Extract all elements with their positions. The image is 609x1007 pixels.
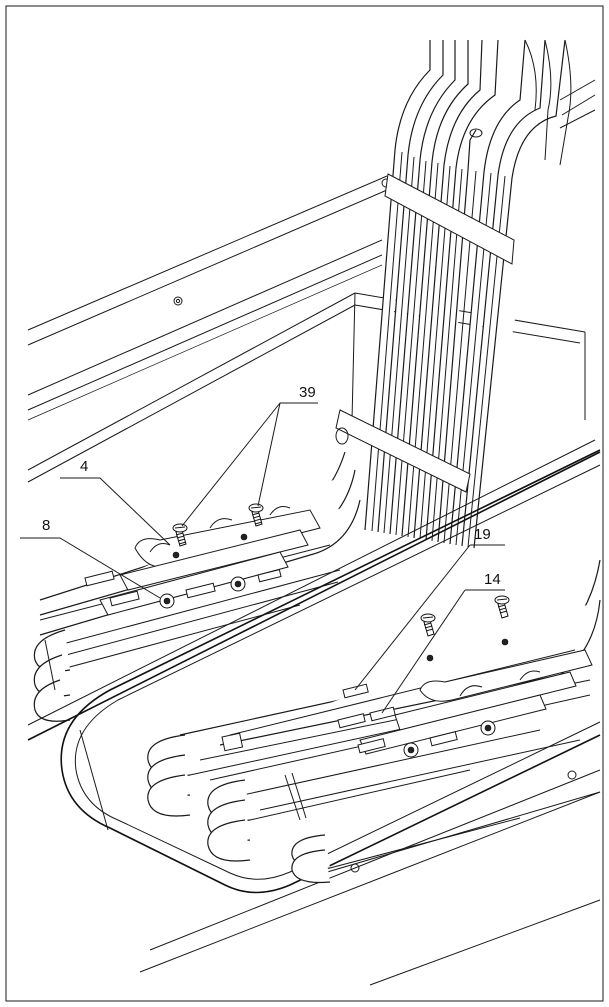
part-14 <box>369 706 396 722</box>
nut-8 <box>159 576 246 609</box>
lower-clamp-assembly <box>337 595 593 758</box>
nut-lower <box>403 720 496 758</box>
callout-8: 8 <box>42 517 50 534</box>
callout-leaders <box>20 402 505 714</box>
callout-4: 4 <box>80 458 88 475</box>
part-19 <box>342 683 369 699</box>
callout-19: 19 <box>474 526 491 543</box>
screw-39-left <box>172 523 188 547</box>
mounting-hole <box>173 296 183 306</box>
tube-cut-end <box>469 128 483 138</box>
lower-tube-strap <box>335 409 471 493</box>
mounting-hole <box>567 770 577 780</box>
screw-upper-lower-left <box>420 613 436 637</box>
upper-tray <box>27 175 586 483</box>
upper-clamp-assembly <box>84 503 321 616</box>
lower-tray <box>60 449 601 986</box>
callout-39: 39 <box>299 384 316 401</box>
mounting-hole <box>350 863 360 873</box>
vertical-tube-bundle <box>335 39 596 549</box>
screw-39-right <box>248 503 264 527</box>
upper-tube-strap <box>384 173 515 265</box>
screw-upper-lower-right <box>494 595 510 619</box>
callout-14: 14 <box>484 571 501 588</box>
lower-tube-coil <box>147 559 601 884</box>
drawing-frame <box>5 5 604 1002</box>
